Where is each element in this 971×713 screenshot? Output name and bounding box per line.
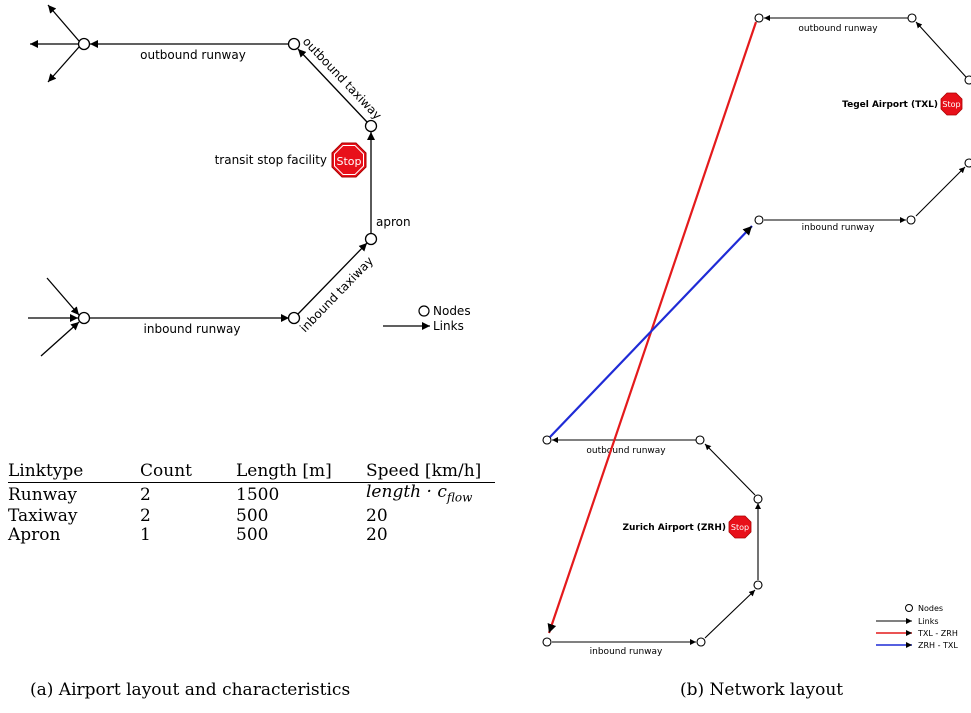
table-header-row: Linktype Count Length [m] Speed [km/h]: [8, 462, 496, 483]
stop-sign-label: Stop: [942, 100, 960, 109]
zurich-airport-labels: outbound runway Zurich Airport (ZRH) inb…: [586, 446, 726, 657]
outbound-exit-link: [47, 46, 80, 83]
table-cell: 2: [140, 484, 151, 505]
node: [364, 119, 378, 133]
table-cell: Taxiway: [8, 506, 78, 527]
table-cell: 2: [140, 506, 151, 527]
zurich-inbound-runway-label: inbound runway: [590, 647, 663, 657]
airport-layout-labels: outbound runway outbound taxiway transit…: [140, 34, 410, 336]
tegel-inbound-runway-label: inbound runway: [802, 223, 875, 233]
legend-nodes-label: Nodes: [433, 304, 471, 318]
node: [695, 435, 705, 445]
table-cell: 1: [140, 525, 151, 546]
node: [364, 232, 378, 246]
node: [754, 215, 764, 225]
zurich-airport-links: [552, 437, 761, 645]
airport-layout-nodes: [77, 37, 378, 325]
table-header-cell: Speed [km/h]: [366, 462, 496, 483]
node: [964, 75, 971, 85]
node: [753, 494, 763, 504]
table-cell: 20: [366, 506, 388, 527]
node: [77, 37, 91, 51]
zurich-airport-nodes: [542, 435, 763, 647]
transit-stop-label: transit stop facility: [215, 153, 327, 167]
inbound-taxiway-label: inbound taxiway: [297, 254, 376, 335]
tegel-inbound-taxiway-link: [915, 166, 966, 217]
tegel-outbound-runway-label: outbound runway: [798, 24, 878, 34]
tegel-airport-labels: outbound runway Tegel Airport (TXL) inbo…: [798, 24, 938, 233]
apron-label: apron: [376, 215, 411, 229]
zurich-outbound-runway-label: outbound runway: [586, 446, 666, 456]
node: [542, 435, 552, 445]
stop-sign-icon: Stop: [331, 142, 367, 178]
legend-b: Nodes Links TXL - ZRH ZRH - TXL: [876, 604, 958, 650]
table-cell: 500: [236, 506, 269, 527]
inbound-entry-link: [46, 277, 80, 316]
node: [753, 580, 763, 590]
stop-sign-label: Stop: [336, 155, 361, 168]
tegel-airport-nodes: [754, 13, 971, 225]
caption-b: (b) Network layout: [680, 680, 844, 700]
stop-sign-label: Stop: [731, 523, 749, 532]
table-cell: 500: [236, 525, 269, 546]
table-header-cell: Linktype: [8, 462, 140, 483]
legend-txl-zrh-label: TXL - ZRH: [917, 629, 958, 638]
outbound-taxiway-link: [297, 48, 368, 123]
legend-node-symbol: [905, 604, 913, 612]
node: [77, 311, 91, 325]
caption-a: (a) Airport layout and characteristics: [30, 680, 351, 700]
stop-sign-icon: Stop: [940, 92, 963, 116]
legend-nodes-label: Nodes: [918, 604, 943, 613]
table-row: Taxiway 2 500 20: [8, 507, 495, 526]
inbound-taxiway-link: [297, 242, 368, 315]
node: [964, 158, 971, 168]
linktype-table: Linktype Count Length [m] Speed [km/h] R…: [8, 462, 496, 545]
table-cell-formula: length · cflow: [366, 482, 473, 505]
table-cell: 20: [366, 525, 388, 546]
node: [907, 13, 917, 23]
tegel-outbound-taxiway-link: [915, 21, 967, 78]
legend-a: Nodes Links: [383, 304, 471, 333]
node: [287, 311, 301, 325]
table-row: Apron 1 500 20: [8, 526, 495, 545]
table-cell: Runway: [8, 484, 77, 505]
table-header-cell: Count: [140, 462, 236, 483]
zurich-inbound-taxiway-link: [704, 589, 756, 639]
legend-links-label: Links: [433, 319, 464, 333]
outbound-runway-label: outbound runway: [140, 48, 246, 62]
table-cell: 1500: [236, 484, 280, 505]
node: [542, 637, 552, 647]
tegel-airport-name: Tegel Airport (TXL): [842, 100, 938, 110]
node: [754, 13, 764, 23]
table-row: Runway 2 1500 length · cflow: [8, 483, 495, 508]
table-cell: Apron: [8, 525, 61, 546]
airport-layout-diagram: [28, 4, 375, 357]
zurich-airport-name: Zurich Airport (ZRH): [622, 523, 726, 533]
node: [696, 637, 706, 647]
outbound-exit-link: [47, 4, 80, 42]
outbound-taxiway-label: outbound taxiway: [300, 34, 385, 122]
tegel-airport-links: [764, 15, 967, 223]
stop-sign-icon: Stop: [728, 515, 752, 539]
node: [906, 215, 916, 225]
legend-links-label: Links: [918, 617, 939, 626]
zurich-outbound-taxiway-link: [704, 443, 756, 496]
inbound-runway-label: inbound runway: [144, 322, 241, 336]
flight-zrh-txl-link: [549, 225, 753, 438]
table-header-cell: Length [m]: [236, 462, 366, 483]
flight-txl-zrh-link: [547, 21, 758, 634]
legend-node-symbol: [418, 305, 430, 317]
inbound-entry-link: [40, 321, 80, 357]
legend-zrh-txl-label: ZRH - TXL: [918, 641, 958, 650]
node: [287, 37, 301, 51]
